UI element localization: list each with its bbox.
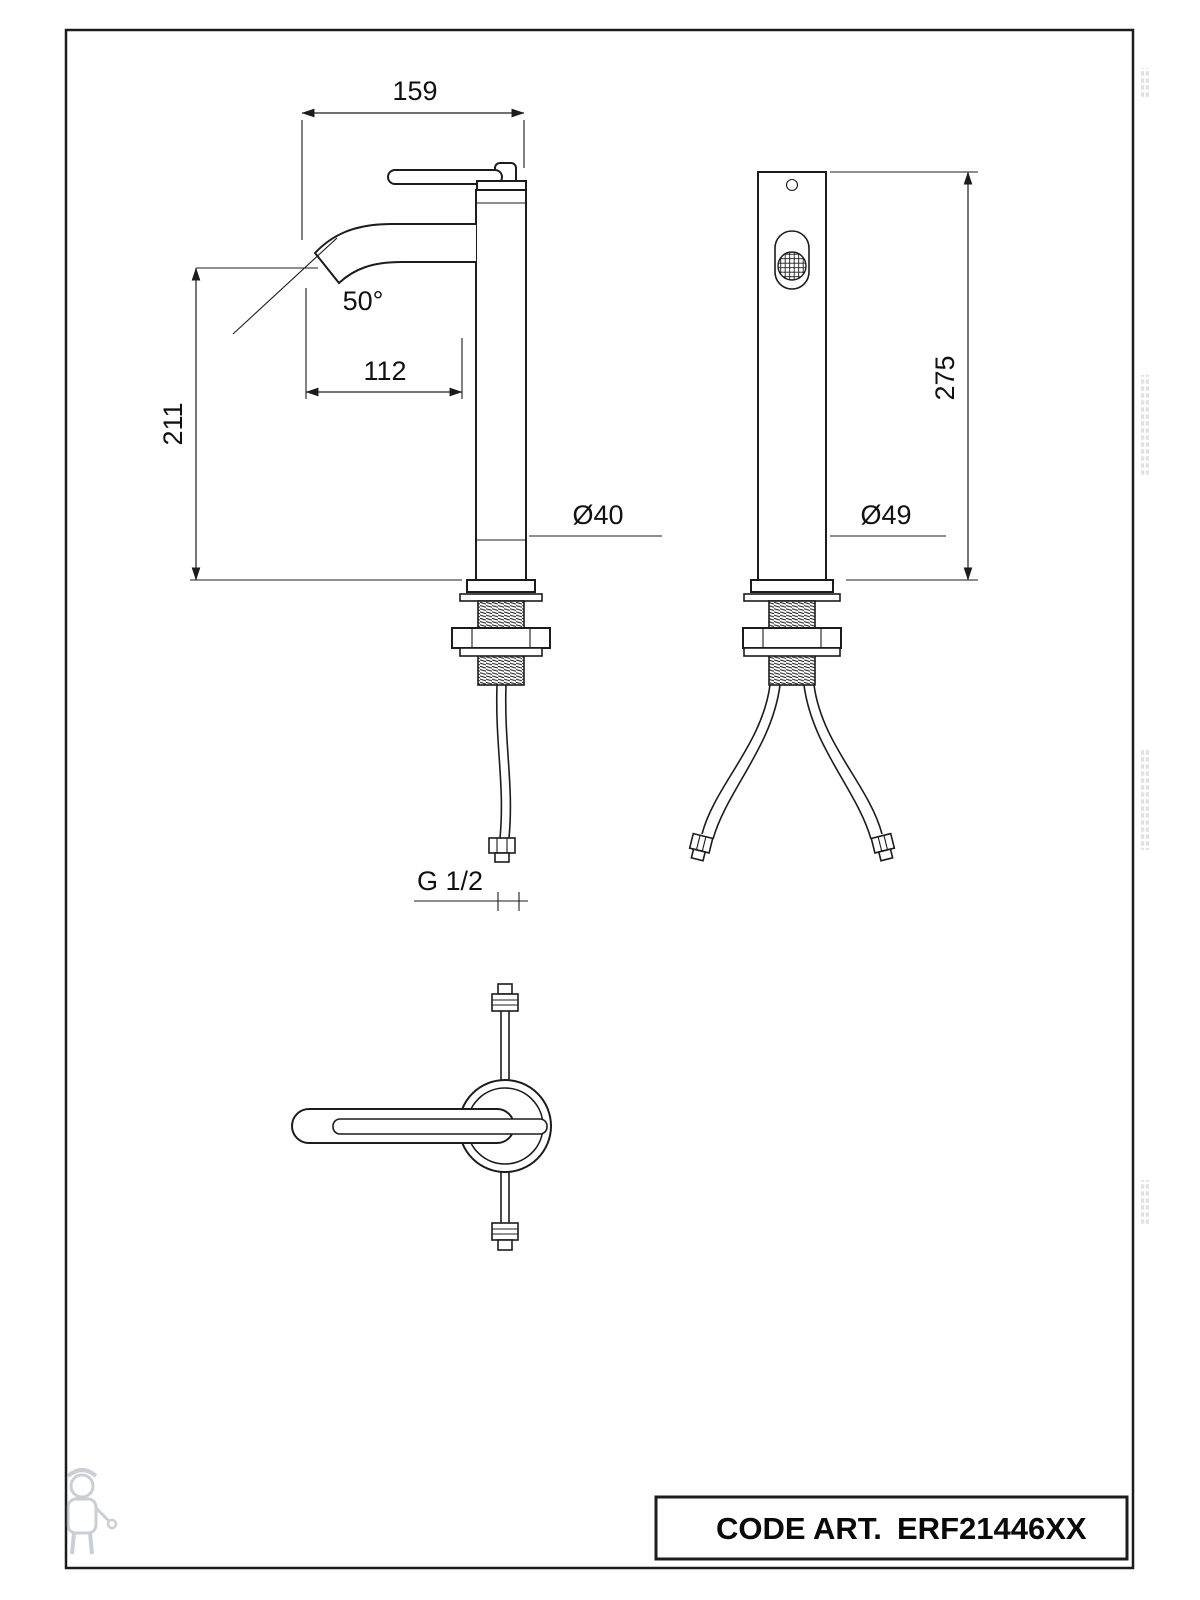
front-view: 275 Ø49	[688, 171, 978, 862]
dimension-spout-reach: 112	[363, 356, 406, 386]
tube-nut	[488, 837, 516, 854]
faucet-body-side	[475, 189, 527, 581]
spout	[313, 223, 476, 285]
dimension-base-diameter: Ø49	[860, 500, 911, 530]
dimension-thread: G 1/2	[417, 866, 483, 896]
hose-right-fitting	[870, 832, 896, 862]
base-flange-front	[750, 579, 834, 593]
watermark-text	[1141, 68, 1149, 1225]
sheet-border	[64, 28, 1135, 1570]
dimension-overall-width: 159	[392, 76, 437, 106]
top-hose-nut-upper	[491, 993, 519, 1012]
aerator	[777, 251, 807, 281]
supply-tube	[495, 684, 503, 839]
handle-pin-hole	[785, 178, 799, 192]
top-hose-nut-lower	[491, 1222, 519, 1241]
title-block: CODE ART. ERF21446XX	[654, 1495, 1129, 1561]
handle-lever	[387, 169, 503, 185]
mounting-nut-side	[451, 627, 551, 649]
dimension-height-275: 275	[930, 355, 960, 400]
dimension-height-211: 211	[158, 402, 188, 445]
hose-left-fitting	[688, 832, 714, 862]
side-view: 159 50° 211 112 Ø40	[158, 76, 662, 911]
hose-right	[813, 684, 883, 835]
code-art-value: ERF21446XX	[897, 1511, 1087, 1546]
top-view	[291, 983, 552, 1251]
dimension-spout-angle: 50°	[343, 286, 384, 316]
hose-left	[701, 684, 771, 835]
dimension-body-diameter: Ø40	[572, 500, 623, 530]
plumber-mascot-icon	[66, 1468, 118, 1555]
base-flange-side	[466, 579, 536, 593]
mounting-nut-front	[742, 627, 842, 649]
code-art-label: CODE ART.	[716, 1511, 882, 1546]
